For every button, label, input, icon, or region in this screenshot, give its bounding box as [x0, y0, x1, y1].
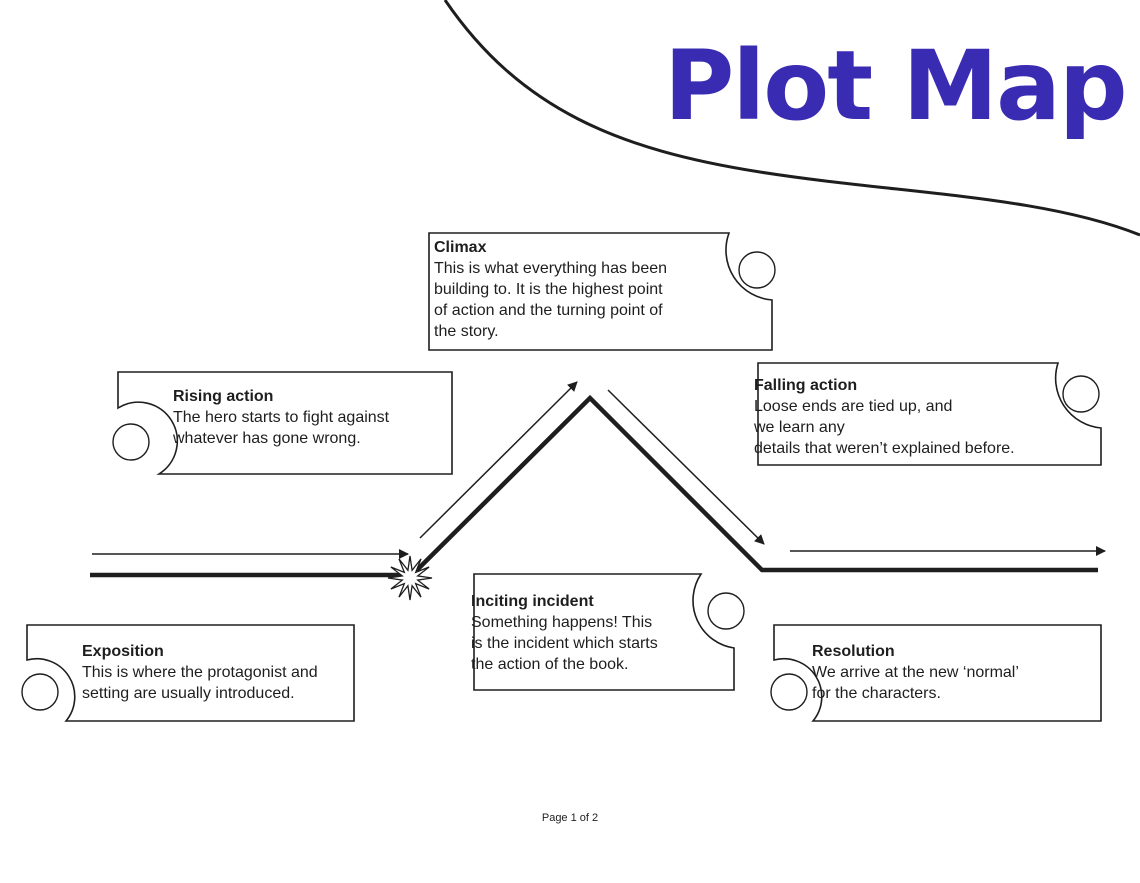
falling-action-heading: Falling action — [754, 377, 858, 394]
starburst-shape — [387, 555, 433, 601]
rising-action-card — [117, 371, 453, 475]
inciting-incident-line: the action of the book. — [471, 656, 629, 673]
inciting-incident-card — [473, 573, 735, 691]
rising-action-line: whatever has gone wrong. — [173, 430, 361, 447]
climax-line: of action and the turning point of — [434, 302, 663, 319]
exposition-text: Exposition This is where the protagonist… — [82, 641, 352, 704]
resolution-line: for the characters. — [812, 685, 941, 702]
climax-line: the story. — [434, 323, 499, 340]
resolution-checkbox — [770, 673, 808, 711]
falling-action-line: we learn any — [754, 419, 845, 436]
falling-action-line: Loose ends are tied up, and — [754, 398, 953, 415]
climax-line: building to. It is the highest point — [434, 281, 663, 298]
falling-action-line: details that weren’t explained before. — [754, 440, 1015, 457]
rising-action-heading: Rising action — [173, 388, 274, 405]
resolution-card — [773, 624, 1102, 722]
header-curve — [443, 0, 1140, 237]
exposition-heading: Exposition — [82, 643, 164, 660]
rising-action-line: The hero starts to fight against — [173, 409, 390, 426]
falling-action-text: Falling action Loose ends are tied up, a… — [754, 375, 1054, 459]
climax-checkbox — [738, 251, 776, 289]
climax-heading: Climax — [434, 239, 487, 256]
exposition-checkbox — [21, 673, 59, 711]
arrow-rising — [419, 381, 578, 539]
inciting-incident-checkbox — [707, 592, 745, 630]
inciting-incident-line: is the incident which starts — [471, 635, 658, 652]
climax-line: This is what everything has been — [434, 260, 668, 277]
page-title: Plot Map — [664, 30, 1128, 142]
rising-action-text: Rising action The hero starts to fight a… — [173, 386, 443, 449]
falling-action-card — [757, 362, 1102, 466]
exposition-card — [26, 624, 355, 722]
resolution-heading: Resolution — [812, 643, 895, 660]
page-number: Page 1 of 2 — [541, 812, 599, 824]
plot-line — [90, 394, 1098, 578]
inciting-incident-heading: Inciting incident — [471, 593, 594, 610]
exposition-line: setting are usually introduced. — [82, 685, 295, 702]
arrow-falling — [607, 389, 765, 545]
climax-text: Climax This is what everything has been … — [434, 237, 714, 342]
exposition-line: This is where the protagonist and — [82, 664, 318, 681]
starburst-icon — [387, 555, 433, 601]
climax-card — [428, 232, 773, 351]
resolution-line: We arrive at the new ‘normal’ — [812, 664, 1019, 681]
inciting-incident-text: Inciting incident Something happens! Thi… — [471, 591, 701, 675]
falling-action-checkbox — [1062, 375, 1100, 413]
rising-action-checkbox — [112, 423, 150, 461]
inciting-incident-line: Something happens! This — [471, 614, 653, 631]
resolution-text: Resolution We arrive at the new ‘normal’… — [812, 641, 1092, 704]
